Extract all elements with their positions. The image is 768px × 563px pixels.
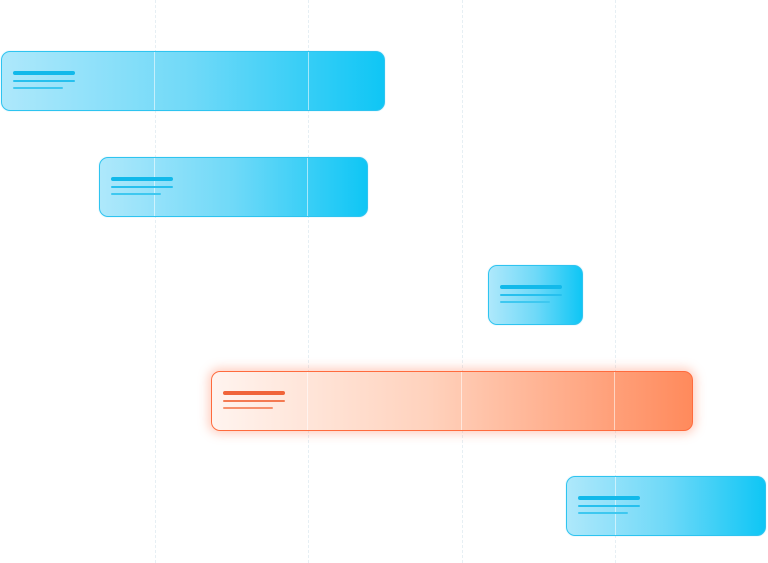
bar-gridline [308,52,309,110]
bar-label-placeholder [578,496,640,519]
placeholder-text-line [578,512,628,514]
placeholder-text-line [223,407,273,409]
bar-label-placeholder [111,177,173,200]
bar-label-placeholder [223,391,285,414]
placeholder-text-line [111,177,173,181]
gridline [615,0,616,563]
placeholder-text-line [500,294,562,296]
placeholder-text-line [500,301,550,303]
bar-gridline [461,372,462,430]
bar-label-placeholder [13,71,75,94]
task-bar[interactable] [99,157,368,217]
task-bar-highlighted[interactable] [211,371,693,431]
placeholder-text-line [223,400,285,402]
placeholder-text-line [13,87,63,89]
gridline [308,0,309,563]
bar-gridline [307,158,308,216]
placeholder-text-line [500,285,562,289]
gridline [462,0,463,563]
placeholder-text-line [223,391,285,395]
task-bar[interactable] [566,476,766,536]
placeholder-text-line [578,505,640,507]
gridline [155,0,156,563]
bar-gridline [307,372,308,430]
placeholder-text-line [13,80,75,82]
bar-label-placeholder [500,285,562,308]
bar-gridline [154,52,155,110]
placeholder-text-line [578,496,640,500]
task-bar[interactable] [488,265,583,325]
placeholder-text-line [111,186,173,188]
bar-gridline [614,372,615,430]
placeholder-text-line [111,193,161,195]
placeholder-text-line [13,71,75,75]
task-bar[interactable] [1,51,385,111]
